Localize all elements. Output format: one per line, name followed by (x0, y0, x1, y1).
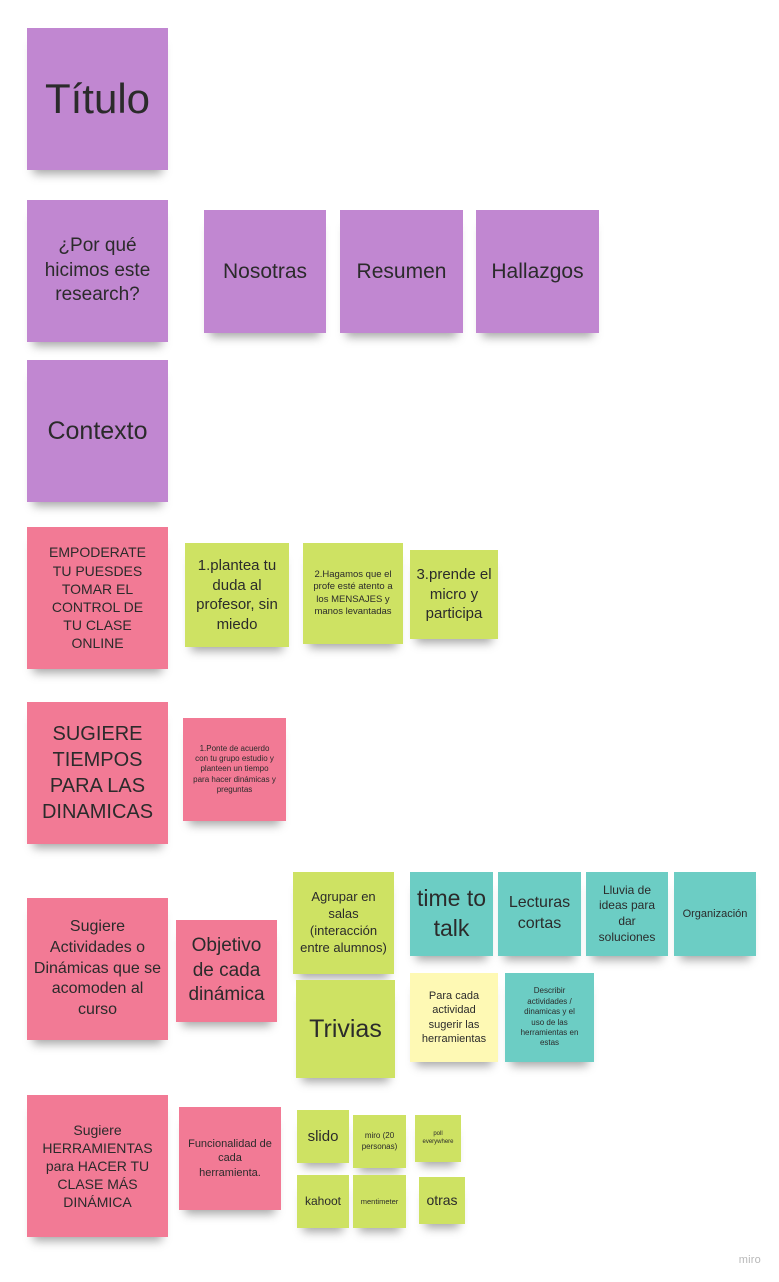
sticky-text: 3.prende el micro y participa (416, 566, 492, 623)
sticky-text: kahoot (304, 1193, 342, 1208)
sticky-funcionalidad[interactable]: Funcionalidad de cada herramienta. (179, 1107, 281, 1210)
sticky-text: Contexto (47, 416, 148, 445)
sticky-text: Resumen (356, 259, 447, 283)
sticky-text: mentimeter (360, 1196, 399, 1206)
sticky-plantea[interactable]: 1.plantea tu duda al profesor, sin miedo (185, 543, 289, 647)
sticky-titulo[interactable]: Título (27, 28, 168, 170)
sticky-sugiere-tiempos[interactable]: SUGIERE TIEMPOS PARA LAS DINAMICAS (27, 702, 168, 844)
sticky-lluvia[interactable]: Lluvia de ideas para dar soluciones (586, 872, 668, 956)
sticky-hagamos[interactable]: 2.Hagamos que el profe esté atento a los… (303, 543, 403, 644)
sticky-text: Hallazgos (491, 259, 584, 283)
sticky-text: 2.Hagamos que el profe esté atento a los… (313, 568, 393, 617)
sticky-text: Sugiere HERRAMIENTAS para HACER TU CLASE… (42, 1121, 153, 1211)
sticky-hallazgos[interactable]: Hallazgos (476, 210, 599, 333)
sticky-slido[interactable]: slido (297, 1110, 349, 1163)
sticky-text: 1.Ponte de acuerdo con tu grupo estudio … (193, 743, 276, 795)
sticky-text: poll everywhere (422, 1130, 454, 1145)
sticky-time-to-talk[interactable]: time to talk (410, 872, 493, 956)
sticky-text: otras (426, 1192, 458, 1209)
sticky-nosotras[interactable]: Nosotras (204, 210, 326, 333)
sticky-lecturas[interactable]: Lecturas cortas (498, 872, 581, 956)
sticky-otras[interactable]: otras (419, 1177, 465, 1224)
sticky-text: Lecturas cortas (508, 894, 571, 932)
sticky-agrupar[interactable]: Agrupar en salas (interacción entre alum… (293, 872, 394, 974)
sticky-mentimeter[interactable]: mentimeter (353, 1175, 406, 1228)
sticky-sugiere-herramientas[interactable]: Sugiere HERRAMIENTAS para HACER TU CLASE… (27, 1095, 168, 1237)
sticky-para-cada[interactable]: Para cada actividad sugerir las herramie… (410, 973, 498, 1062)
sticky-kahoot[interactable]: kahoot (297, 1175, 349, 1228)
sticky-text: Nosotras (222, 259, 308, 283)
sticky-text: Agrupar en salas (interacción entre alum… (300, 889, 387, 955)
sticky-text: Objetivo de cada dinámica (188, 934, 265, 1006)
sticky-text: Describir actividades / dinamicas y el u… (520, 986, 579, 1048)
sticky-text: SUGIERE TIEMPOS PARA LAS DINAMICAS (41, 723, 154, 823)
sticky-text: time to talk (416, 885, 487, 941)
miro-logo: miro (738, 1254, 761, 1266)
sticky-organizacion[interactable]: Organización (674, 872, 756, 956)
sticky-empoderate[interactable]: EMPODERATE TU PUESDES TOMAR EL CONTROL D… (27, 527, 168, 669)
sticky-text: Para cada actividad sugerir las herramie… (421, 989, 487, 1045)
sticky-poll[interactable]: poll everywhere (415, 1115, 461, 1162)
sticky-describir[interactable]: Describir actividades / dinamicas y el u… (505, 973, 594, 1062)
sticky-text: EMPODERATE TU PUESDES TOMAR EL CONTROL D… (49, 544, 146, 652)
sticky-text: Funcionalidad de cada herramienta. (188, 1138, 272, 1179)
sticky-miro[interactable]: miro (20 personas) (353, 1115, 406, 1168)
sticky-text: ¿Por qué hicimos este research? (44, 234, 151, 306)
sticky-objetivo[interactable]: Objetivo de cada dinámica (176, 920, 277, 1022)
sticky-resumen[interactable]: Resumen (340, 210, 463, 333)
sticky-text: Lluvia de ideas para dar soluciones (598, 882, 656, 944)
sticky-por-que[interactable]: ¿Por qué hicimos este research? (27, 200, 168, 342)
sticky-text: Sugiere Actividades o Dinámicas que se a… (33, 918, 162, 1019)
sticky-contexto[interactable]: Contexto (27, 360, 168, 502)
sticky-text: 1.plantea tu duda al profesor, sin miedo (196, 557, 278, 633)
sticky-text: slido (307, 1127, 339, 1145)
sticky-sugiere-actividades[interactable]: Sugiere Actividades o Dinámicas que se a… (27, 898, 168, 1040)
sticky-ponte[interactable]: 1.Ponte de acuerdo con tu grupo estudio … (183, 718, 286, 821)
sticky-text: miro (20 personas) (361, 1131, 398, 1151)
sticky-trivias[interactable]: Trivias (296, 980, 395, 1078)
sticky-text: Organización (682, 907, 748, 920)
sticky-text: Título (44, 74, 151, 122)
sticky-text: Trivias (309, 1014, 382, 1043)
sticky-prende[interactable]: 3.prende el micro y participa (410, 550, 498, 639)
